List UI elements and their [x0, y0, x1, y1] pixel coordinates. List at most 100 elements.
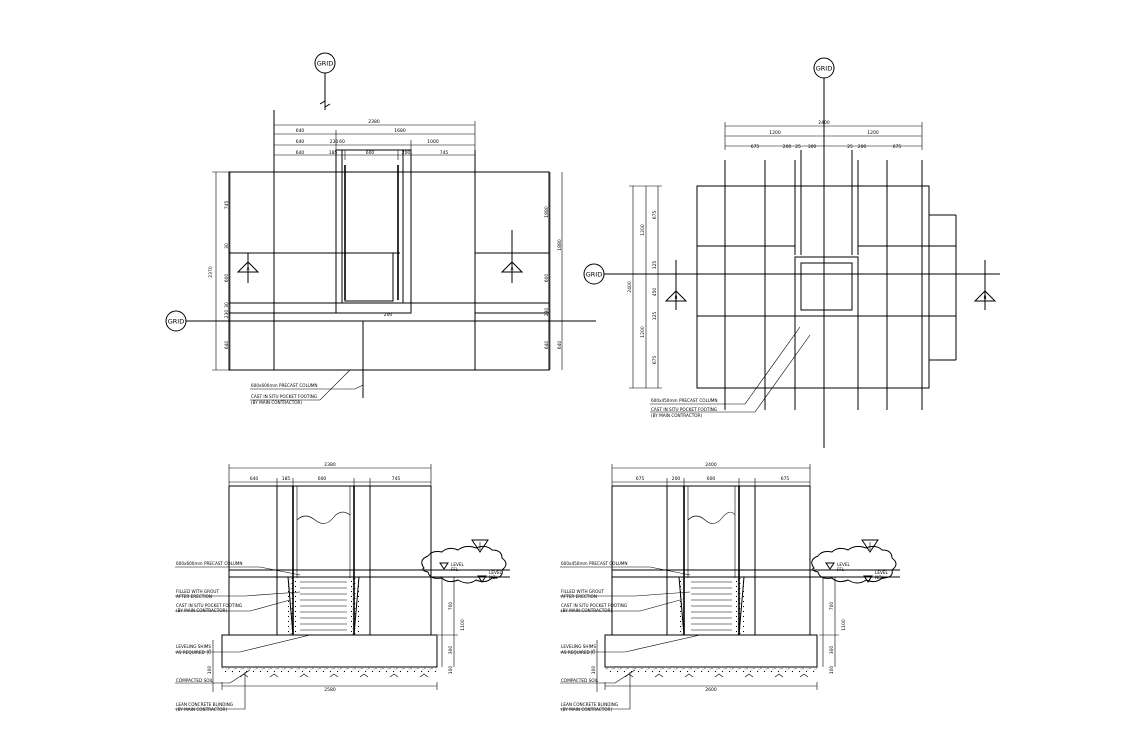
- dim-text: 300: [448, 646, 454, 655]
- label-shims-req: AS REQUIRED: [176, 650, 205, 655]
- dim-text: 640: [296, 150, 305, 156]
- label-soil: COMPACTED SOIL: [561, 678, 599, 683]
- dim-text: 1880: [544, 206, 550, 218]
- label-soil: COMPACTED SOIL: [176, 678, 214, 683]
- grid-label: GRID: [586, 271, 602, 279]
- label-blinding-by: (BY MAIN CONTRACTOR): [176, 707, 227, 712]
- grid-bubble-plan-b-top: GRID: [813, 57, 835, 448]
- dim-text: 700: [448, 602, 454, 611]
- grout-fill: [300, 581, 347, 631]
- label-footing-by: (BY MAIN CONTRACTOR): [561, 608, 612, 613]
- soil-hatch: [624, 673, 809, 678]
- dim-text: 200: [384, 312, 393, 318]
- grid-bubble-plan-a-left: GRID: [165, 310, 596, 332]
- dim-text: 640: [250, 476, 259, 482]
- section-marker-b-left: B: [664, 260, 688, 310]
- level-label: LEVEL: [489, 570, 502, 575]
- dim-text: 230: [224, 310, 230, 319]
- dim-text: 2400: [705, 462, 717, 468]
- dim-text: 640: [557, 341, 563, 350]
- label-footing: CAST IN SITU POCKET FOOTING: [251, 394, 317, 399]
- dim-text: 230: [544, 308, 550, 317]
- label-blinding: LEAN CONCRETE BLINDING: [176, 702, 233, 707]
- dim-text: 30: [224, 243, 230, 249]
- label-shims-req: AS REQUIRED: [561, 650, 590, 655]
- plan-a: GRID GRID: [165, 52, 596, 405]
- dim-text: 1200: [769, 130, 781, 136]
- section-marker-b-right: B: [973, 260, 997, 310]
- dim-text: 200: [783, 144, 792, 150]
- level-label: NGL: [489, 575, 498, 580]
- dim-text: 60: [339, 139, 345, 145]
- dim-text: 2370: [208, 266, 214, 278]
- dim-text: 2380: [324, 462, 336, 468]
- section-marker-triangle: [861, 539, 879, 553]
- level-label: LEVEL: [837, 562, 850, 567]
- dim-text: 640: [224, 341, 230, 350]
- section-b: 2400 675 200 600 675: [560, 462, 900, 712]
- section-a: 2380 640 185 600 745: [175, 462, 510, 712]
- label-grout: FILLED WITH GROUT: [176, 589, 219, 594]
- dim-text: 200: [402, 150, 411, 156]
- dim-text: 30: [224, 302, 230, 308]
- dim-text: 185: [282, 476, 291, 482]
- dim-text: 100: [448, 666, 454, 675]
- dim-text: 675: [893, 144, 902, 150]
- svg-text:B: B: [674, 295, 677, 301]
- level-label: LEVEL: [451, 562, 464, 567]
- label-footing: CAST IN SITU POCKET FOOTING: [651, 407, 717, 412]
- plan-b: GRID GRID: [583, 57, 1000, 448]
- dim-text: 1200: [640, 326, 646, 338]
- lean-concrete-blinding: [222, 667, 437, 673]
- dim-text: 185: [329, 150, 338, 156]
- dim-text: 300: [808, 144, 817, 150]
- dim-text: 200: [858, 144, 867, 150]
- dim-text: 25: [847, 144, 853, 150]
- dim-text: 100: [829, 666, 835, 675]
- level-cloud: [811, 545, 897, 584]
- dim-text: 600: [707, 476, 716, 482]
- label-blinding-by: (BY MAIN CONTRACTOR): [561, 707, 612, 712]
- dim-text: 640: [544, 341, 550, 350]
- footing-outline: [228, 171, 550, 371]
- dim-text: 600: [366, 150, 375, 156]
- footing-outline: [696, 185, 930, 389]
- level-label: FFL: [451, 567, 459, 572]
- grid-label: GRID: [168, 318, 184, 326]
- dim-text: 25: [795, 144, 801, 150]
- label-grout-after: AFTER ERECTION: [176, 594, 212, 599]
- footing-base: [221, 634, 438, 668]
- dim-text: 700: [829, 602, 835, 611]
- label-footing-by: (BY MAIN CONTRACTOR): [251, 400, 302, 405]
- dim-text: 600: [544, 274, 550, 283]
- dim-text: 640: [296, 139, 305, 145]
- label-footing: CAST IN SITU POCKET FOOTING: [561, 603, 627, 608]
- dim-text: 1100: [841, 619, 847, 631]
- label-footing-by: (BY MAIN CONTRACTOR): [651, 413, 702, 418]
- dim-text: 745: [440, 150, 449, 156]
- dim-text: 300: [829, 646, 835, 655]
- dim-text: 675: [652, 356, 658, 365]
- label-footing-by: (BY MAIN CONTRACTOR): [176, 608, 227, 613]
- precast-column: [800, 262, 853, 311]
- label-grout-after: AFTER ERECTION: [561, 594, 597, 599]
- dim-text: 675: [781, 476, 790, 482]
- dim-text: 1100: [460, 619, 466, 631]
- dim-text: 2580: [324, 687, 336, 693]
- label-shims: LEVELING SHIMS: [561, 644, 596, 649]
- dim-text: 1880: [557, 239, 563, 251]
- dim-text: 2380: [368, 119, 380, 125]
- level-label: LEVEL: [875, 570, 888, 575]
- section-marker-triangle: [471, 539, 489, 553]
- dim-text: 745: [392, 476, 401, 482]
- section-marker-a-left: A: [236, 253, 260, 283]
- label-shims: LEVELING SHIMS: [176, 644, 211, 649]
- soil-hatch: [239, 673, 429, 678]
- svg-text:A: A: [246, 266, 250, 272]
- grid-label: GRID: [816, 65, 832, 73]
- dim-text: 2400: [627, 281, 633, 293]
- dim-text: 675: [751, 144, 760, 150]
- dim-text: 600: [318, 476, 327, 482]
- grid-bubble-plan-a-top: GRID: [314, 52, 336, 110]
